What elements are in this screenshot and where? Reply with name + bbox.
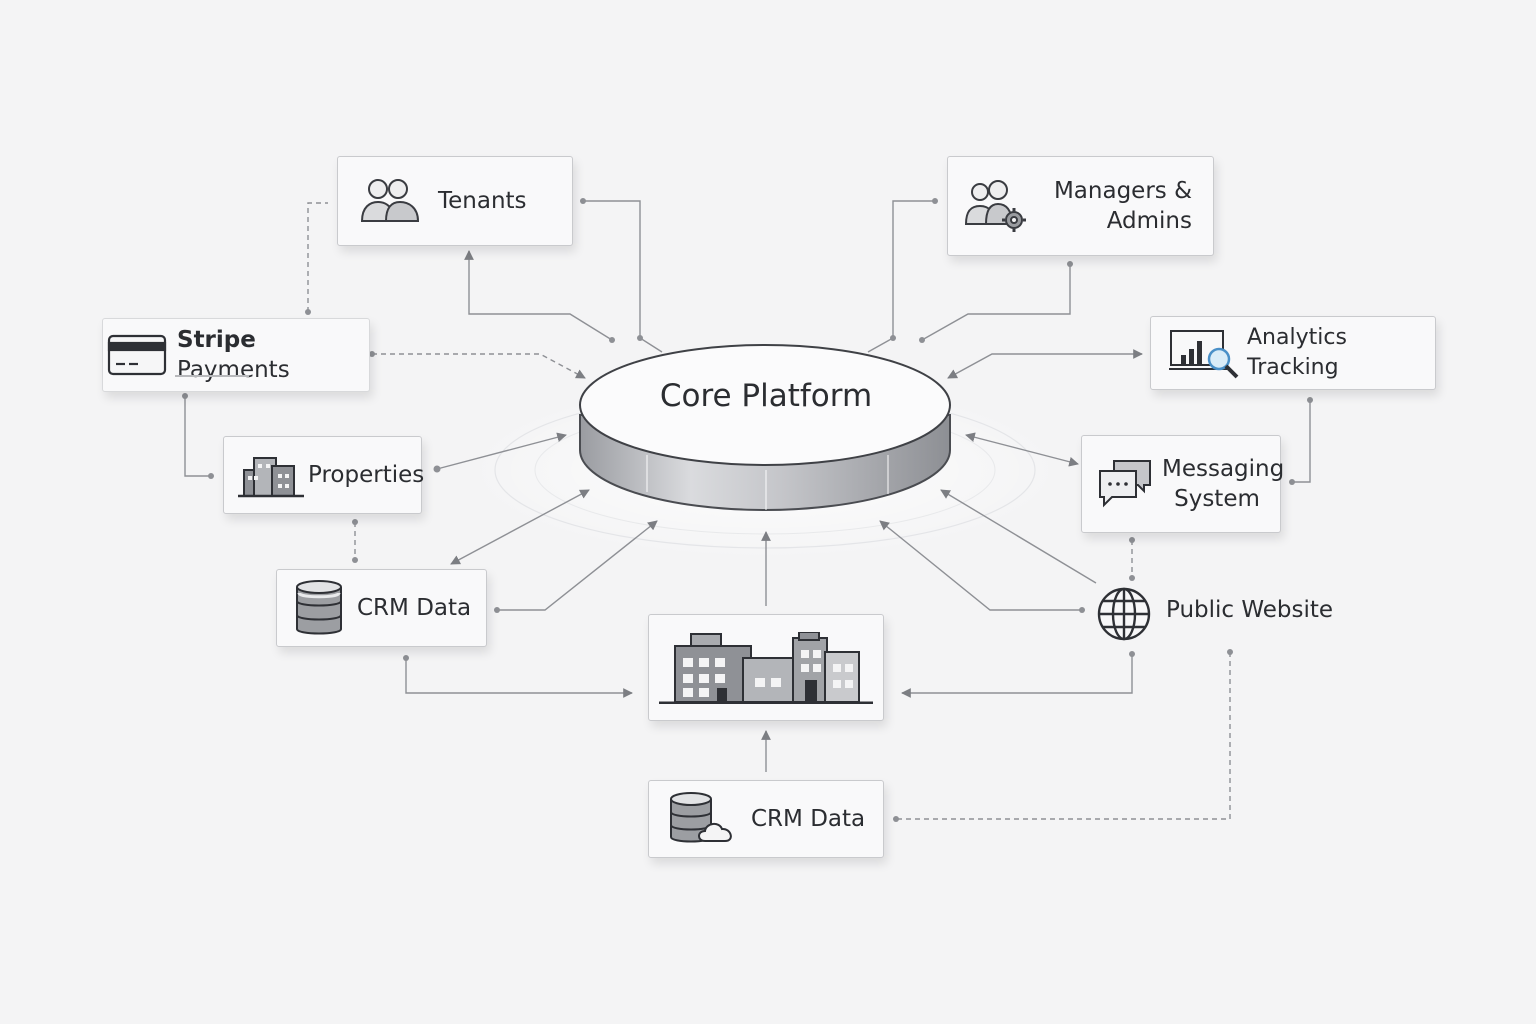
city-buildings-icon [659,631,873,704]
wire-stripe-core [372,353,586,379]
credit-card-icon [107,334,167,376]
wire-managers-core-2 [921,264,1071,341]
database-icon [295,579,345,637]
users-icon [356,175,422,227]
wire-managers-core [867,200,935,353]
wire-stripe-properties [184,396,211,477]
core-platform-disk [579,344,951,511]
properties-label: Properties [308,462,425,488]
stripe-payments-label: Stripe Payments [177,325,369,385]
chat-bubbles-icon [1098,457,1154,511]
public-website-label[interactable]: Public Website [1166,597,1334,623]
globe-icon[interactable] [1096,586,1154,648]
wire-website-core [879,520,1082,611]
wire-core-tenants [464,250,613,341]
stripe-payments-node[interactable]: Stripe Payments [102,318,370,392]
messaging-system-label: Messaging System [1162,454,1285,514]
crm-data-label: CRM Data [357,595,472,621]
wire-tenants-core [583,200,663,353]
wire-analytics-messaging [1292,400,1311,483]
tenants-label: Tenants [438,188,527,214]
tenants-node[interactable]: Tenants [337,156,573,246]
crm-data-node[interactable]: CRM Data [276,569,487,647]
wire-stripe-tenants [307,202,328,312]
wire-properties-core [436,432,567,470]
wire-website-buildings [901,654,1133,698]
properties-node[interactable]: Properties [223,436,425,514]
managers-admins-node[interactable]: Managers & Admins [947,156,1214,256]
buildings-node[interactable] [648,614,884,721]
messaging-label-line1: Messaging [1162,456,1285,482]
core-platform-label: Core Platform [659,378,873,414]
managers-admins-label: Managers & Admins [1053,178,1192,234]
wire-crm-core [497,520,658,611]
wire-core-analytics [947,349,1143,379]
analytics-tracking-label: Analytics Tracking [1247,325,1347,380]
wire-core-crm [450,489,590,565]
stripe-label-bold: Stripe [177,327,256,353]
crm-data-cloud-node[interactable]: CRM Data [648,780,884,858]
buildings-icon [238,452,304,498]
crm-data-cloud-label: CRM Data [751,806,866,832]
stripe-underline [175,375,249,377]
chart-magnifier-icon [1169,327,1241,379]
wire-website-crm [896,652,1231,820]
messaging-system-node[interactable]: Messaging System [1081,435,1285,533]
wire-website-core-2 [940,489,1097,584]
messaging-label-line2: System [1174,486,1260,512]
database-cloud-icon [669,791,737,847]
wire-core-messaging [965,432,1079,467]
users-gear-icon [962,178,1030,234]
wire-crm-buildings [405,658,633,698]
stripe-label-rest: Payments [177,357,290,383]
analytics-tracking-node[interactable]: Analytics Tracking [1150,316,1436,390]
